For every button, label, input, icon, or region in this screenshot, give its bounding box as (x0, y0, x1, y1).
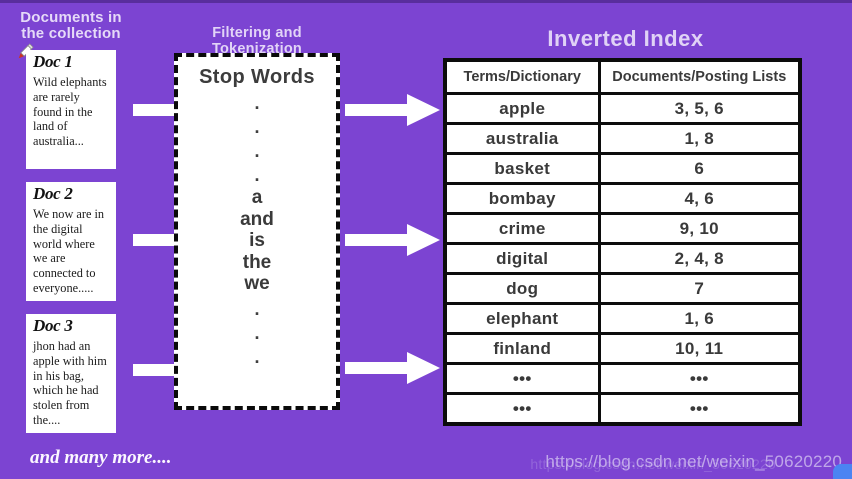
term-cell: australia (443, 122, 601, 155)
postings-cell: 2, 4, 8 (597, 242, 802, 275)
doc-card: Doc 1 Wild elephants are rarely found in… (26, 50, 116, 169)
table-row: crime 9, 10 (443, 212, 802, 245)
connector-bar-doc2 (133, 234, 174, 246)
ellipsis-dot: . (254, 165, 260, 185)
ellipsis-dot: . (254, 141, 260, 161)
doc-title: Doc 2 (33, 184, 73, 203)
doc-body: Wild elephants are rarely found in the l… (33, 75, 107, 148)
postings-cell: 1, 6 (597, 302, 802, 335)
term-cell: digital (443, 242, 601, 275)
table-row: apple 3, 5, 6 (443, 92, 802, 125)
postings-cell: 10, 11 (597, 332, 802, 365)
doc-body: jhon had an apple with him in his bag, w… (33, 339, 107, 427)
term-cell: bombay (443, 182, 601, 215)
table-row: basket 6 (443, 152, 802, 185)
postings-cell: ••• (597, 362, 802, 395)
table-row: elephant 1, 6 (443, 302, 802, 335)
table-header-row: Terms/Dictionary Documents/Posting Lists (443, 58, 802, 95)
arrow-right-icon (345, 94, 440, 126)
term-cell: ••• (443, 392, 601, 426)
doc-title: Doc 1 (33, 52, 73, 71)
stop-words-box: Stop Words . . . . a and is the we . . . (174, 53, 340, 410)
postings-cell: 4, 6 (597, 182, 802, 215)
term-cell: dog (443, 272, 601, 305)
corner-accent (833, 464, 852, 479)
table-header-cell: Documents/Posting Lists (597, 58, 802, 95)
watermark: https://blog.csdn.net/weixin_50620220 (545, 452, 842, 471)
ellipsis-dot: . (254, 346, 260, 367)
table-row: australia 1, 8 (443, 122, 802, 155)
heading-line: the collection (21, 25, 121, 42)
arrow-right-icon (345, 352, 440, 384)
document-cards: Doc 1 Wild elephants are rarely found in… (26, 50, 116, 433)
term-cell: apple (443, 92, 601, 125)
term-cell: ••• (443, 362, 601, 395)
postings-cell: 9, 10 (597, 212, 802, 245)
table-header-cell: Terms/Dictionary (443, 58, 601, 95)
connector-bar-doc3 (133, 364, 174, 376)
table-row: digital 2, 4, 8 (443, 242, 802, 275)
ellipsis-dot: . (254, 298, 260, 319)
stop-words-title: Stop Words (199, 66, 315, 88)
stop-word: a (251, 187, 263, 208)
ellipsis-dot: . (254, 117, 260, 137)
doc-card: Doc 3 jhon had an apple with him in his … (26, 314, 116, 433)
doc-card: Doc 2 We now are in the digital world wh… (26, 182, 116, 301)
doc-body: We now are in the digital world where we… (33, 207, 105, 295)
term-cell: crime (443, 212, 601, 245)
arrow-right-icon (345, 224, 440, 256)
postings-cell: 7 (597, 272, 802, 305)
term-cell: basket (443, 152, 601, 185)
table-row: finland 10, 11 (443, 332, 802, 365)
ellipsis-dots-bottom: . . . (178, 297, 336, 369)
term-cell: finland (443, 332, 601, 365)
postings-cell: ••• (597, 392, 802, 426)
stop-word: is (249, 230, 265, 251)
many-more-label: and many more.... (30, 447, 172, 468)
documents-heading: Documents in the collection (4, 10, 138, 42)
heading-line: Documents in (20, 9, 122, 26)
doc-title: Doc 3 (33, 316, 73, 335)
top-edge-strip (0, 0, 852, 3)
postings-cell: 3, 5, 6 (597, 92, 802, 125)
watermark-ghost: https://blog.csdn.net/weixin_50620220 (530, 456, 776, 472)
table-row: ••• ••• (443, 362, 802, 395)
ellipsis-dot: . (254, 322, 260, 343)
term-cell: elephant (443, 302, 601, 335)
ellipsis-dots-top: . . . . (178, 91, 336, 187)
table-row: ••• ••• (443, 392, 802, 426)
table-row: bombay 4, 6 (443, 182, 802, 215)
postings-cell: 6 (597, 152, 802, 185)
stop-word: and (240, 208, 274, 230)
table-row: dog 7 (443, 272, 802, 305)
inverted-index-table: Terms/Dictionary Documents/Posting Lists… (443, 58, 802, 426)
ellipsis-dot: . (254, 93, 260, 113)
connector-bar-doc1 (133, 104, 174, 116)
stop-words-list: a and is the we (178, 187, 336, 295)
inverted-index-heading: Inverted Index (547, 26, 704, 51)
stop-word: we (244, 273, 270, 294)
postings-cell: 1, 8 (597, 122, 802, 155)
stop-word: the (242, 251, 272, 273)
